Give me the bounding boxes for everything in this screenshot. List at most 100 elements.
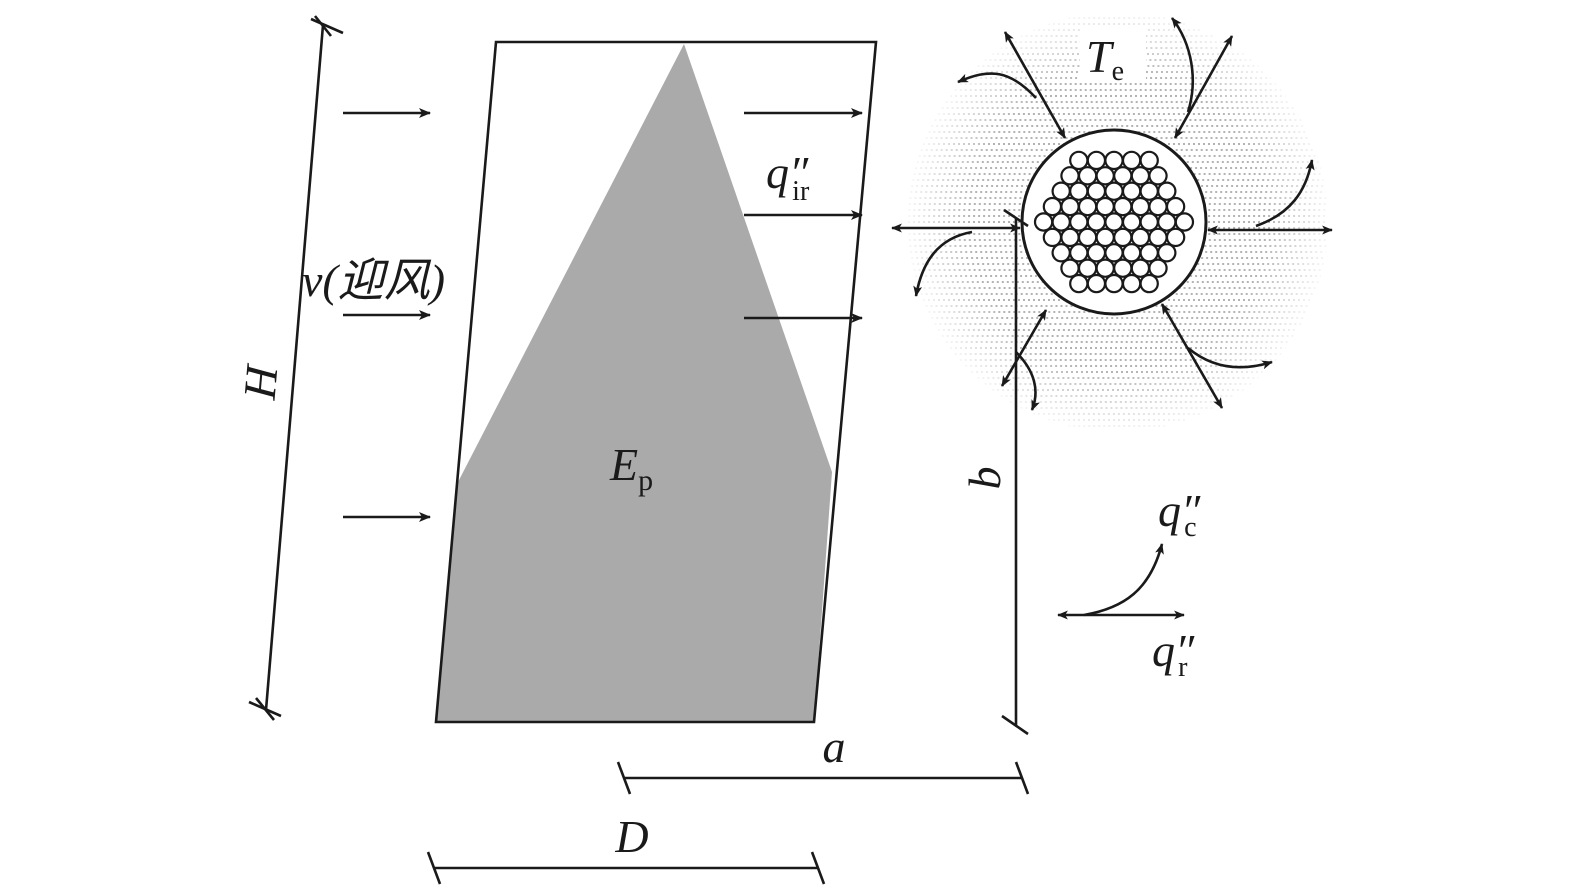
wire-strand — [1095, 166, 1115, 186]
distance-b-label: b — [959, 467, 1010, 490]
wire-strand — [1104, 273, 1124, 294]
convective-flux-icon — [1083, 543, 1164, 617]
wire-strand — [1060, 166, 1080, 186]
wind-label-text: v(迎风) — [302, 255, 445, 306]
convection-icon — [957, 72, 1037, 99]
wire-strand — [1077, 166, 1098, 186]
env-temp-label-bg — [1080, 28, 1146, 82]
wire-strand — [1069, 150, 1089, 171]
radiative-flux-label: q″r — [1152, 625, 1195, 683]
heat-exchange-icon — [1000, 309, 1048, 387]
distance-a-label: a — [823, 721, 846, 772]
diameter-dimension — [426, 851, 826, 885]
convective-flux-symbol: q″ — [1158, 485, 1201, 536]
wire-strand — [1104, 243, 1124, 263]
wire-strand — [1113, 196, 1133, 217]
wire-strand — [1148, 258, 1168, 278]
wire-strand — [1157, 243, 1177, 263]
wire-strand — [1077, 196, 1098, 217]
wire-strand — [1174, 212, 1195, 232]
wire-strand — [1086, 150, 1107, 171]
wire-strand — [1130, 196, 1151, 217]
wire-strand — [1139, 273, 1159, 294]
wire-strand — [1104, 181, 1124, 201]
wire-strand — [1069, 181, 1089, 201]
wire-strand — [1042, 227, 1063, 248]
wire-strand — [1130, 227, 1151, 248]
convection-icon — [913, 230, 973, 297]
emissive-power-label: Ep — [609, 439, 653, 497]
wire-strand — [1077, 258, 1098, 278]
wire-strand — [1157, 212, 1177, 232]
wire-strand — [1139, 181, 1159, 201]
wire-strand — [1060, 258, 1080, 278]
env-temp-label: Te — [1086, 31, 1124, 87]
wire-strand — [1121, 181, 1142, 201]
wire-strand — [1086, 181, 1107, 201]
wire-strand — [1121, 150, 1142, 171]
convection-icon — [1255, 159, 1315, 228]
distance-a-dimension — [616, 761, 1030, 795]
wire-strand — [1042, 196, 1063, 217]
wire-strand — [1095, 196, 1115, 217]
incident-flux-arrows — [744, 108, 863, 323]
wire-strand — [1121, 273, 1142, 294]
incident-flux-label: q″ir — [766, 147, 810, 207]
convective-flux-subscript: c — [1184, 512, 1196, 543]
convection-icon — [1187, 347, 1273, 370]
wire-strand — [1060, 196, 1080, 217]
wire-strand — [1148, 227, 1168, 248]
wire-strand — [1095, 227, 1115, 248]
heat-exchange-icon — [1003, 31, 1067, 139]
wind-arrows — [343, 108, 431, 522]
wire-strand — [1139, 243, 1159, 263]
distance-b-dimension — [1001, 208, 1029, 736]
wire-strand — [1148, 196, 1168, 217]
wire-strand — [1033, 212, 1054, 232]
emissive-power-symbol: E — [609, 439, 638, 490]
wire-strand — [1121, 243, 1142, 263]
wire-strand — [1104, 212, 1124, 232]
flame-fill — [436, 44, 832, 722]
wire-strand — [1051, 181, 1071, 201]
wind-label: v(迎风) — [302, 255, 445, 306]
flame-region — [434, 40, 878, 724]
wire-strand — [1139, 212, 1159, 232]
heat-exchange-arrows — [891, 17, 1333, 411]
env-temp-subscript: e — [1112, 56, 1124, 87]
heat-exchange-icon — [1173, 35, 1234, 139]
wire-strand — [1051, 212, 1071, 232]
wire-strand — [1069, 243, 1089, 263]
wire-strand — [1165, 196, 1186, 217]
radiative-flux-symbol: q″ — [1152, 625, 1195, 676]
height-label: H — [234, 361, 288, 402]
wire-strand — [1060, 227, 1080, 248]
incident-flux-symbol: q″ — [766, 147, 809, 198]
wire-strand — [1086, 212, 1107, 232]
wire-strand — [1139, 150, 1159, 171]
convective-flux-label: q″c — [1158, 485, 1201, 543]
wire-strand — [1095, 258, 1115, 278]
wire-strand — [1113, 258, 1133, 278]
wire-strand — [1069, 273, 1089, 294]
wire-strand — [1104, 150, 1124, 171]
heat-exchange-icon — [1160, 303, 1224, 409]
wire-strand — [1121, 212, 1142, 232]
env-temp-symbol: T — [1086, 31, 1115, 82]
incident-flux-subscript: ir — [792, 176, 810, 207]
wire-strand — [1165, 227, 1186, 248]
height-dimension — [248, 15, 344, 721]
wire-strand — [1086, 243, 1107, 263]
flux-legend — [1057, 543, 1185, 620]
wire-strand — [1086, 273, 1107, 294]
wire-strand — [1051, 243, 1071, 263]
cable-icon — [1020, 128, 1208, 316]
wire-strand — [1130, 258, 1151, 278]
wire-strand — [1157, 181, 1177, 201]
wire-strand — [1148, 166, 1168, 186]
wire-strand — [1069, 212, 1089, 232]
wire-strand — [1113, 227, 1133, 248]
wire-strand — [1113, 166, 1133, 186]
